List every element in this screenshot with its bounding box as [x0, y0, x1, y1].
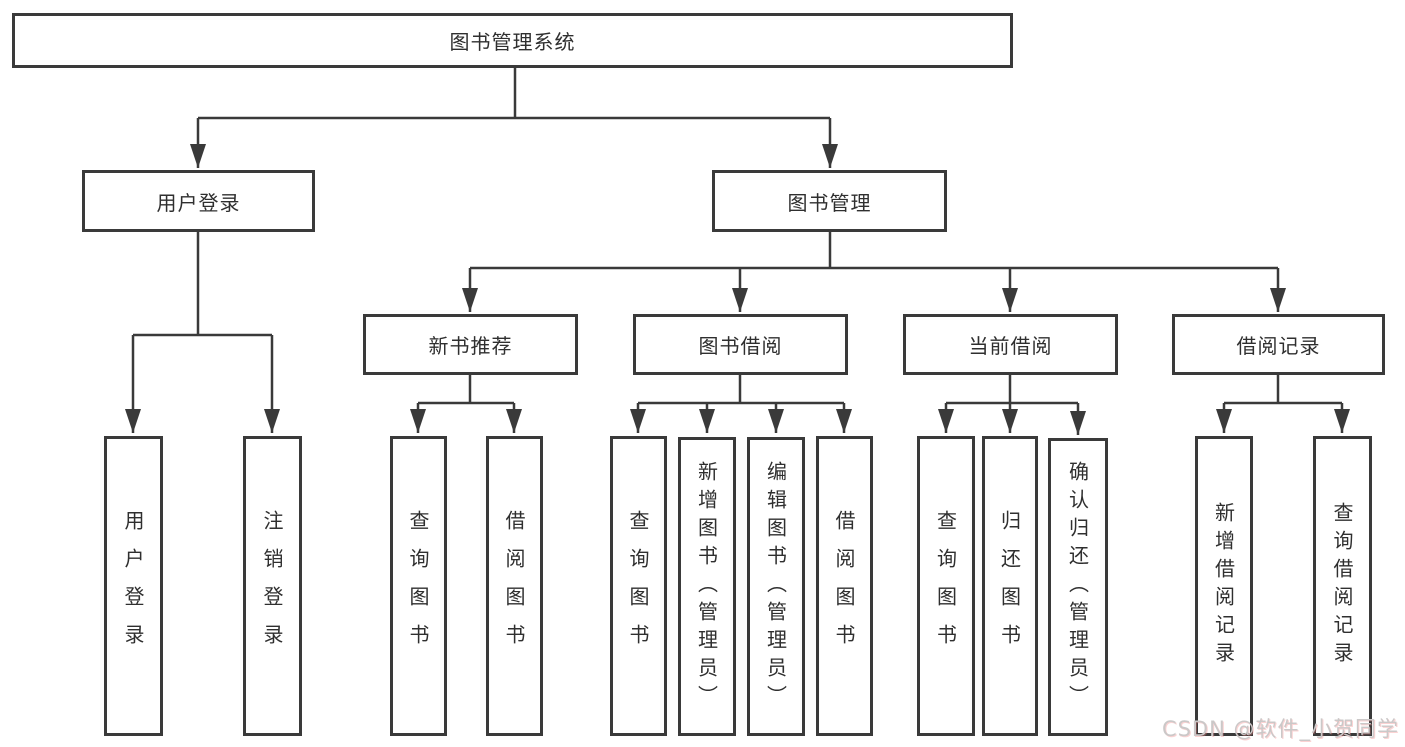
leaf-label: 编辑图书（管理员）: [763, 460, 788, 713]
node-book-management-module: 图书管理: [712, 170, 947, 232]
leaf-add-books-admin: 新增图书（管理员）: [678, 437, 736, 736]
leaf-label: 新增图书（管理员）: [694, 460, 719, 713]
leaf-edit-books-admin: 编辑图书（管理员）: [747, 437, 805, 736]
leaf-return-books: 归还图书: [982, 436, 1038, 736]
leaf-label: 归还图书: [997, 510, 1022, 662]
connector-spines: [133, 68, 1342, 405]
leaf-label: 借阅图书: [502, 510, 526, 662]
leaf-borrow-books: 借阅图书: [816, 436, 873, 736]
leaf-borrow-books-recommend: 借阅图书: [486, 436, 543, 736]
node-user-login-module: 用户登录: [82, 170, 315, 232]
leaf-label: 查询借阅记录: [1330, 502, 1354, 670]
leaf-logout: 注销登录: [243, 436, 302, 736]
leaf-label: 查询图书: [626, 510, 650, 662]
leaf-confirm-return-admin: 确认归还（管理员）: [1048, 438, 1108, 736]
connector-arrows: [125, 118, 1350, 435]
node-library-management-system: 图书管理系统: [12, 13, 1013, 68]
leaf-query-books-borrow: 查询图书: [610, 436, 667, 736]
leaf-query-books-current: 查询图书: [917, 436, 975, 736]
leaf-label: 查询图书: [933, 510, 958, 662]
leaf-label: 借阅图书: [832, 510, 856, 662]
leaf-label: 确认归还（管理员）: [1065, 461, 1090, 713]
leaf-label: 注销登录: [260, 510, 284, 662]
node-book-borrowing: 图书借阅: [633, 314, 848, 375]
leaf-query-books-recommend: 查询图书: [390, 436, 447, 736]
leaf-label: 新增借阅记录: [1211, 502, 1236, 670]
leaf-label: 用户登录: [121, 510, 145, 662]
node-borrowing-records: 借阅记录: [1172, 314, 1385, 375]
leaf-label: 查询图书: [406, 510, 430, 662]
leaf-add-borrow-record: 新增借阅记录: [1195, 436, 1253, 736]
node-new-book-recommendation: 新书推荐: [363, 314, 578, 375]
node-current-borrowing: 当前借阅: [903, 314, 1118, 375]
leaf-user-login: 用户登录: [104, 436, 163, 736]
leaf-query-borrow-record: 查询借阅记录: [1313, 436, 1372, 736]
